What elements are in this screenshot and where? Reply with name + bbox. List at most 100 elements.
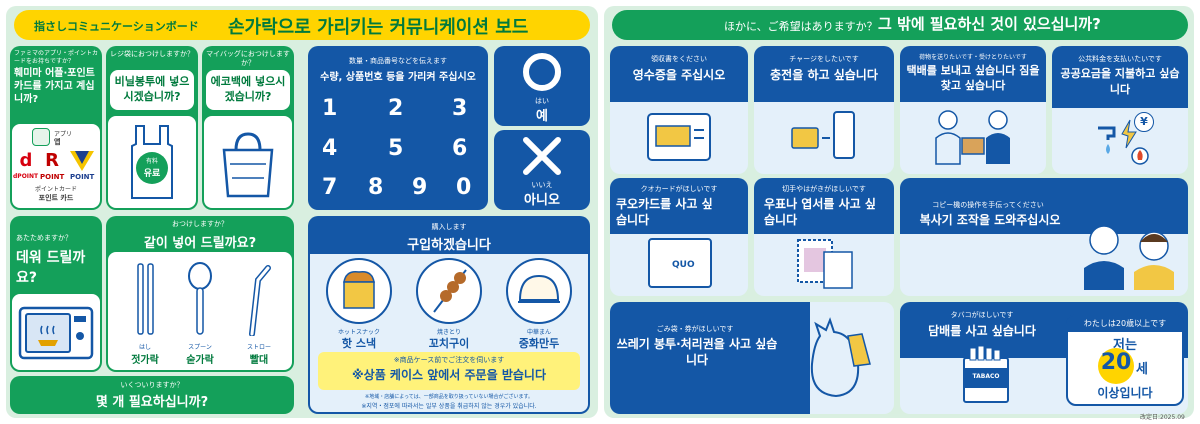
hot-snack-item[interactable] [326,258,392,324]
bun-icon [516,270,562,310]
digit-4[interactable]: 4 [322,136,338,161]
r-point-icon: R [45,150,59,171]
digit-8[interactable]: 8 [368,175,384,200]
left-header-jp: 指さしコミュニケーションボード [34,20,199,33]
digit-1[interactable]: 1 [322,96,338,121]
stamp-icon [794,236,856,290]
plastic-bag-ko: 비닐봉투에 넣으시겠습니까? [110,70,194,110]
receipt-card-head [610,46,748,102]
spoon-icon [186,262,214,336]
app-card-jp: ファミマのアプリ・ポイントカードをお持ちですか？ [14,50,99,65]
digit-9[interactable]: 9 [412,175,428,200]
tote-bag-icon [218,130,278,202]
tabaco-label: TABACO [972,373,1000,380]
buy-ko: 구입하겠습니다 [407,238,491,253]
charge-icon [790,108,858,166]
digit-3[interactable]: 3 [452,96,468,121]
buy-jp: 購入します [431,223,467,231]
number-ko: 수량, 상품번호 등을 가리켜 주십시오 [320,72,476,83]
steamed-bun-jp: 中華まん [526,329,551,336]
paid-badge-ko: 유료 [143,169,161,179]
right-header-bar [612,10,1188,40]
quo-card-head [610,178,748,234]
plastic-bag-jp: レジ袋におつけしますか？ [110,50,194,58]
chopsticks-icon [134,262,158,336]
delivery-jp: 荷物を送りたいです・受けとりたいです [919,54,1027,61]
garbage-bag-card-head [610,302,810,414]
copier-jp: コピー機の操作を手伝ってください [932,201,1044,209]
left-header-bar [14,10,590,40]
paid-badge-jp: 有料 [145,158,158,165]
app-card-ko: 훼미마 어플·포인트 카드를 가지고 계십니까? [14,68,95,105]
digit-7[interactable]: 7 [322,175,338,200]
region-note-ko: ※지역・점포에 따라서는 일부 상품을 취급하지 않는 경우가 있습니다. [361,403,537,410]
quo-ko: 쿠오카드를 사고 싶습니다 [616,197,713,227]
paid-badge [136,152,168,184]
no-card[interactable] [494,130,590,210]
charge-jp: チャージをしたいです [789,55,859,63]
spoon-ko: 숟가락 [186,355,214,366]
receipt-icon [646,112,712,162]
utility-card-head [1052,46,1188,108]
straw-icon [246,262,274,337]
delivery-icon [928,104,1020,170]
mybag-jp: マイバッグにおつけしますか？ [206,50,290,67]
receipt-jp: 領収書をください [651,55,707,63]
delivery-ko: 택배를 보내고 싶습니다 짐을 찾고 싶습니다 [906,64,1040,92]
quo-icon [648,238,712,288]
utility-jp: 公共料金を支払いたいです [1078,55,1162,63]
v-point-label: POINT [70,173,95,181]
copier-ko: 복사기 조작을 도와주십시오 [919,213,1061,227]
digit-6[interactable]: 6 [452,136,468,161]
age-unit: 세 [1136,362,1148,377]
warm-jp: あたためますか？ [16,234,72,242]
yakitori-jp: 焼きとり [436,329,461,336]
region-note-jp: ※地域・店舗によっては、一部商品を取り扱っていない場合がございます。 [365,394,533,400]
microwave-icon [18,306,94,360]
confused-people-icon [1076,216,1184,292]
straw-jp: ストロー [246,344,271,351]
mybag-ko: 에코백에 넣으시겠습니까? [206,70,290,110]
no-jp: いいえ [531,181,553,189]
hot-snack-ko: 핫 스낵 [341,337,377,350]
copier-card-head [900,178,1188,234]
right-header-title: 그 밖에 필요하신 것이 있으십니까? [878,15,1101,33]
digit-0[interactable]: 0 [456,175,472,200]
stamp-card-head [754,178,894,234]
utensil-jp: おつけしますか？ [172,220,228,228]
charge-ko: 충전을 하고 싶습니다 [770,68,878,82]
r-point-label: POINT [40,173,65,181]
skewer-icon [426,266,472,316]
age-jp: わたしは20歳以上です [1066,316,1184,332]
circle-icon [523,53,561,91]
garbage-bag-jp: ごみ袋・券がほしいです [656,325,734,333]
app-icon [32,128,50,146]
quo-jp: クオカードがほしいです [640,185,718,193]
fried-chicken-icon [338,268,380,312]
digit-2[interactable]: 2 [388,96,404,121]
case-note-jp: ※商品ケース前でご注文を伺います [393,356,505,364]
garbage-bag-icon [796,314,876,402]
yes-jp: はい [535,97,549,105]
point-card-jp: ポイントカード [34,186,77,193]
no-ko: 아니오 [524,193,560,208]
d-point-label: dPOINT [13,173,39,180]
case-note-ko: ※상품 케이스 앞에서 주문을 받습니다 [352,368,546,382]
quo-logo: QUO [672,260,695,270]
right-header-jp: ほかに、ご希望はありますか？ [724,20,878,33]
utensil-ko: 같이 넣어 드릴까요? [143,236,257,251]
charge-card-head [754,46,894,102]
digit-5[interactable]: 5 [388,136,404,161]
d-point-icon: d [19,150,33,171]
warm-ko: 데워 드릴까요? [16,250,86,286]
straw-ko: 빨대 [249,355,269,366]
age-post: 이상입니다 [1097,386,1153,400]
count-jp: いくついりますか？ [120,381,184,389]
tobacco-jp: タバコがほしいです [950,311,1014,319]
utility-icon [1092,114,1154,168]
spoon-jp: スプーン [188,344,212,351]
age-circle [1098,348,1134,384]
app-card-panel [12,124,100,208]
count-card[interactable] [10,376,294,414]
cigarette-pack-icon [960,344,1012,404]
